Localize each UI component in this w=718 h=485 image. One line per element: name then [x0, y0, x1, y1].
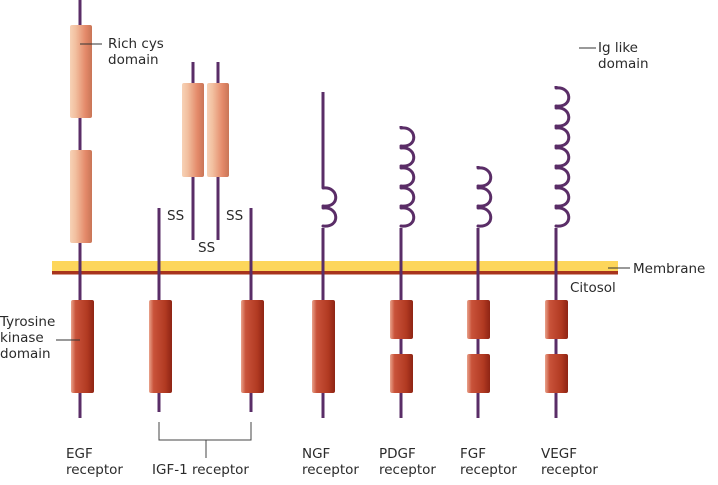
tyrosine-kinase-label-line2: kinase [0, 330, 44, 346]
ig-like-domain [554, 126, 571, 148]
ig-like-domain [399, 206, 416, 228]
ig-like-domain [554, 86, 571, 108]
rich-cys-label: Rich cys domain [108, 36, 164, 68]
rich-cys-domain [182, 83, 204, 177]
tyrosine-kinase-domain [149, 300, 172, 393]
fgf-receptor-label: FGF receptor [460, 446, 517, 478]
rich-cys-domain [70, 25, 92, 118]
ig-like-label-line1: Ig like [598, 40, 638, 56]
ig-like-domain [476, 166, 493, 188]
ig-like-domain [321, 186, 338, 208]
ig-like-domain [476, 186, 493, 208]
disulfide-label-left: SS [167, 208, 185, 224]
pdgf-name: PDGF [379, 446, 416, 462]
ig-like-domain [554, 186, 571, 208]
tyrosine-kinase-domain [241, 300, 264, 393]
egf-receptor [56, 0, 102, 418]
ig-like-label: Ig like domain [598, 40, 649, 72]
disulfide-label-right: SS [226, 208, 244, 224]
fgf-name: FGF [460, 446, 486, 462]
pdgf-receptor [390, 126, 416, 418]
egf-name: EGF [66, 446, 93, 462]
ig-like-domain [554, 206, 571, 228]
ig-like-domain [399, 166, 416, 188]
tyrosine-kinase-domain [545, 354, 568, 393]
ig-like-domain [554, 146, 571, 168]
ig-like-domain [476, 206, 493, 228]
ig-like-label-line2: domain [598, 56, 649, 72]
rich-cys-domain [207, 83, 229, 177]
tyrosine-kinase-domain [467, 300, 490, 339]
membrane-label: Membrane [633, 261, 706, 277]
igf1-receptor-label: IGF-1 receptor [152, 462, 249, 478]
pdgf-subtitle: receptor [379, 462, 436, 478]
igf1-receptor [149, 62, 264, 458]
rich-cys-label-line1: Rich cys [108, 36, 164, 52]
vegf-receptor-label: VEGF receptor [541, 446, 598, 478]
egf-subtitle: receptor [66, 462, 123, 478]
ig-like-domain [399, 126, 416, 148]
vegf-subtitle: receptor [541, 462, 598, 478]
tyrosine-kinase-domain [312, 300, 335, 393]
igf1-bracket [158, 422, 252, 441]
ig-like-domain [399, 186, 416, 208]
egf-receptor-label: EGF receptor [66, 446, 123, 478]
tyrosine-kinase-label-line1: Tyrosine [0, 314, 56, 330]
pdgf-receptor-label: PDGF receptor [379, 446, 436, 478]
vegf-receptor [545, 86, 571, 418]
rich-cys-label-line2: domain [108, 52, 159, 68]
vegf-name: VEGF [541, 446, 577, 462]
tyrosine-kinase-domain [467, 354, 490, 393]
ig-like-domain [321, 206, 338, 228]
tyrosine-kinase-domain [71, 300, 94, 393]
membrane-inner-edge [52, 271, 618, 275]
disulfide-label-center: SS [198, 240, 216, 256]
ig-like-domain [554, 166, 571, 188]
ngf-name: NGF [302, 446, 331, 462]
ig-like-domain [554, 106, 571, 128]
ngf-receptor-label: NGF receptor [302, 446, 359, 478]
tyrosine-kinase-domain [390, 354, 413, 393]
ngf-subtitle: receptor [302, 462, 359, 478]
tyrosine-kinase-domain [390, 300, 413, 339]
fgf-subtitle: receptor [460, 462, 517, 478]
tyrosine-kinase-label-line3: domain [0, 346, 51, 362]
tyrosine-kinase-domain [545, 300, 568, 339]
cytosol-label: Citosol [570, 280, 616, 296]
tyrosine-kinase-label: Tyrosine kinase domain [0, 314, 55, 362]
fgf-receptor [467, 166, 493, 418]
rich-cys-domain [70, 150, 92, 243]
ngf-receptor [312, 92, 338, 418]
ig-like-domain [399, 146, 416, 168]
